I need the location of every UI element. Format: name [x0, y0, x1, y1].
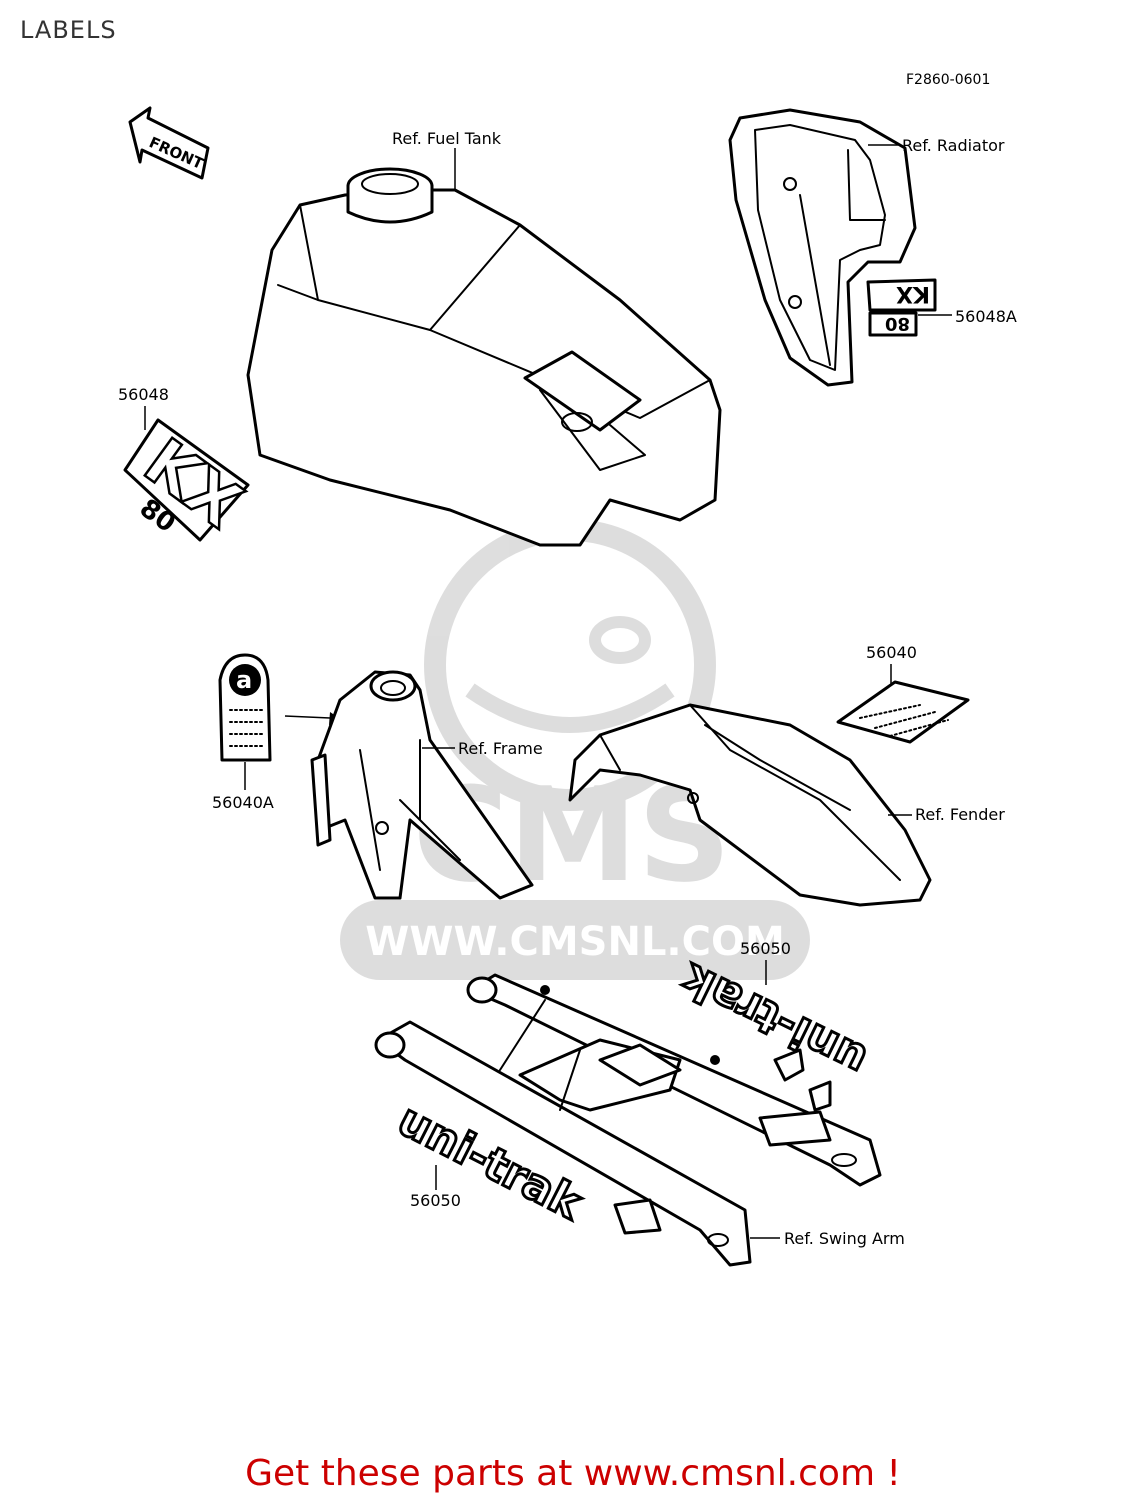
fuel-tank-drawing: [246, 167, 722, 547]
radiator-shroud-drawing: [728, 108, 917, 387]
callout-fuel-tank: Ref. Fuel Tank: [392, 129, 502, 148]
callout-swing-arm: Ref. Swing Arm: [784, 1229, 905, 1248]
footer-link[interactable]: Get these parts at www.cmsnl.com !: [245, 1453, 901, 1494]
callout-fender: Ref. Fender: [915, 805, 1005, 824]
page-title: LABELS: [20, 16, 117, 44]
decal-56048A-kx: KX: [896, 281, 930, 306]
callout-56048A: 56048A: [955, 307, 1017, 326]
watermark-mascot-face: [465, 683, 675, 733]
callout-56040A: 56040A: [212, 793, 274, 812]
watermark: CMS WWW.CMSNL.COM: [340, 519, 810, 980]
decal-56048A-80: 80: [885, 313, 910, 334]
callout-radiator: Ref. Radiator: [902, 136, 1005, 155]
decal-56040A-a: a: [236, 666, 252, 694]
decal-56040A: a: [218, 653, 272, 762]
callout-56050-top: 56050: [740, 939, 791, 958]
decal-56048: KX 80: [123, 418, 255, 544]
callout-frame: Ref. Frame: [458, 739, 543, 758]
decal-56048A: KX 80: [866, 278, 937, 337]
decal-56040: [836, 680, 970, 744]
parts-diagram: CMS WWW.CMSNL.COM F2860-0601 FRONT Ref. …: [118, 72, 1017, 1267]
frame-drawing: [310, 670, 534, 900]
figure-code: F2860-0601: [906, 72, 990, 88]
callout-56040: 56040: [866, 643, 917, 662]
watermark-url: WWW.CMSNL.COM: [365, 919, 785, 965]
watermark-url-box: [340, 900, 810, 980]
front-arrow-icon: FRONT: [128, 106, 210, 180]
watermark-mascot-eye: [589, 616, 651, 664]
fender-drawing: [568, 703, 932, 907]
callout-56048: 56048: [118, 385, 169, 404]
swing-arm-drawing: [374, 973, 882, 1267]
callout-56050-bottom: 56050: [410, 1191, 461, 1210]
